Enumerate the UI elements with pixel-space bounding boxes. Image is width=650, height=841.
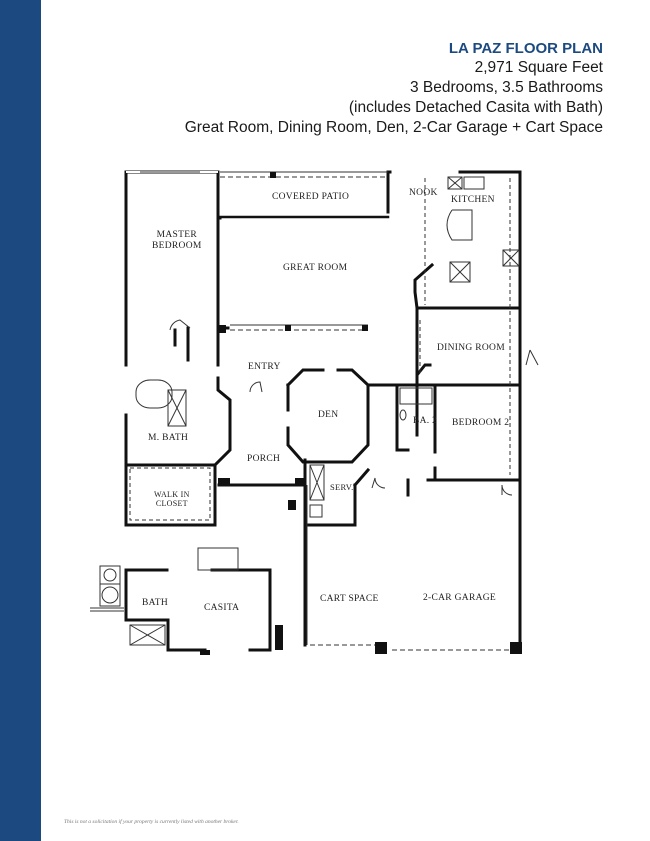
features-list: Great Room, Dining Room, Den, 2-Car Gara… xyxy=(184,119,603,136)
sidebar-band xyxy=(0,0,41,841)
room-master-bedroom: MASTER BEDROOM xyxy=(152,230,202,252)
room-service: SERV. xyxy=(330,482,354,492)
room-bedroom-2: BEDROOM 2 xyxy=(452,418,510,428)
room-nook: NOOK xyxy=(409,188,438,198)
square-feet: 2,971 Square Feet xyxy=(474,59,603,76)
beds-baths: 3 Bedrooms, 3.5 Bathrooms xyxy=(410,79,603,96)
room-master-bedroom-line1: MASTER xyxy=(156,230,197,240)
room-master-bath: M. BATH xyxy=(148,433,189,443)
floor-plan: COVERED PATIO NOOK KITCHEN MASTER BEDROO… xyxy=(90,160,540,665)
footer-disclaimer: This is not a solicitation if your prope… xyxy=(64,819,239,825)
room-walk-in-closet-line1: WALK IN xyxy=(154,490,190,499)
room-dining-room: DINING ROOM xyxy=(437,343,505,353)
room-kitchen: KITCHEN xyxy=(451,195,495,205)
room-entry: ENTRY xyxy=(248,362,281,372)
plan-header: LA PAZ FLOOR PLAN 2,971 Square Feet 3 Be… xyxy=(185,40,603,138)
room-casita: CASITA xyxy=(204,603,240,613)
room-master-bedroom-line2: BEDROOM xyxy=(152,241,202,251)
room-covered-patio: COVERED PATIO xyxy=(272,192,350,202)
room-walk-in-closet: WALK IN CLOSET xyxy=(154,490,190,508)
room-ba2: BA. 2 xyxy=(413,416,438,426)
room-cart-space: CART SPACE xyxy=(320,594,379,604)
room-great-room: GREAT ROOM xyxy=(283,263,348,273)
room-porch: PORCH xyxy=(247,454,281,464)
casita-note: (includes Detached Casita with Bath) xyxy=(348,99,603,116)
room-walk-in-closet-line2: CLOSET xyxy=(155,499,188,508)
room-casita-bath: BATH xyxy=(142,598,169,608)
floor-plan-drawing xyxy=(90,170,539,655)
room-den: DEN xyxy=(318,410,339,420)
room-2-car-garage: 2-CAR GARAGE xyxy=(423,593,497,603)
plan-title: LA PAZ FLOOR PLAN xyxy=(448,40,603,57)
